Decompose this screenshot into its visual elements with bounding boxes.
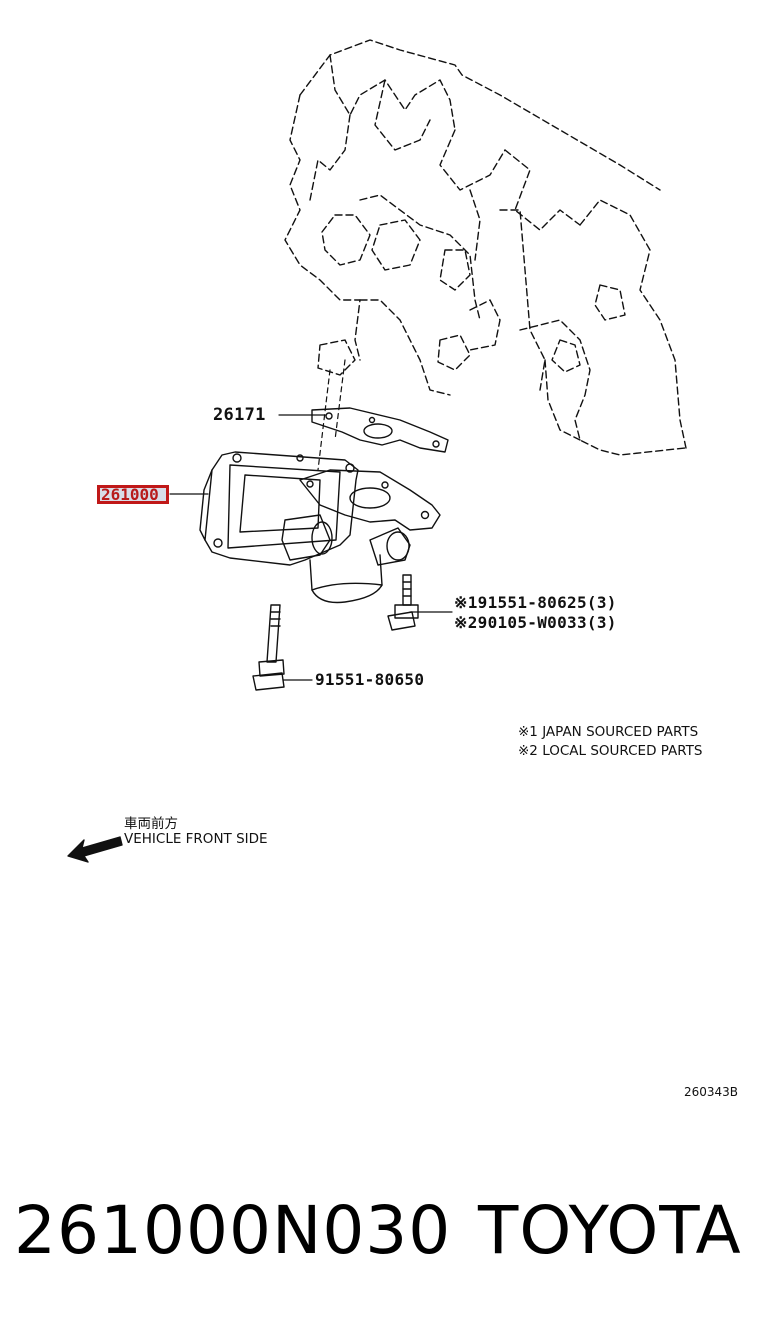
callout-egr-valve-highlighted[interactable]: 261000 <box>97 485 169 504</box>
footer-brand: TOYOTA <box>478 1192 742 1269</box>
callout-long-bolt: 91551-80650 <box>315 670 425 689</box>
gasket-part <box>311 407 449 453</box>
egr-valve-part <box>199 451 441 604</box>
callout-bolt-japan-sourced: ※191551-80625(3) <box>454 593 617 612</box>
note-japan-sourced: ※1 JAPAN SOURCED PARTS <box>518 724 699 740</box>
front-direction-arrow-icon <box>67 836 123 863</box>
long-bolt-part <box>252 604 285 691</box>
note-local-sourced: ※2 LOCAL SOURCED PARTS <box>518 743 703 759</box>
callout-gasket-26171: 26171 <box>213 405 266 425</box>
engine-block-outline <box>284 39 687 456</box>
diagram-code: 260343B <box>684 1085 739 1099</box>
footer-part-number: 261000N030 <box>14 1192 452 1269</box>
leader-lines <box>169 359 453 681</box>
short-bolt-part <box>387 574 419 631</box>
direction-label-japanese: 車両前方 <box>124 816 178 832</box>
direction-label-english: VEHICLE FRONT SIDE <box>124 831 268 847</box>
callout-bolt-local-sourced: ※290105-W0033(3) <box>454 613 617 632</box>
